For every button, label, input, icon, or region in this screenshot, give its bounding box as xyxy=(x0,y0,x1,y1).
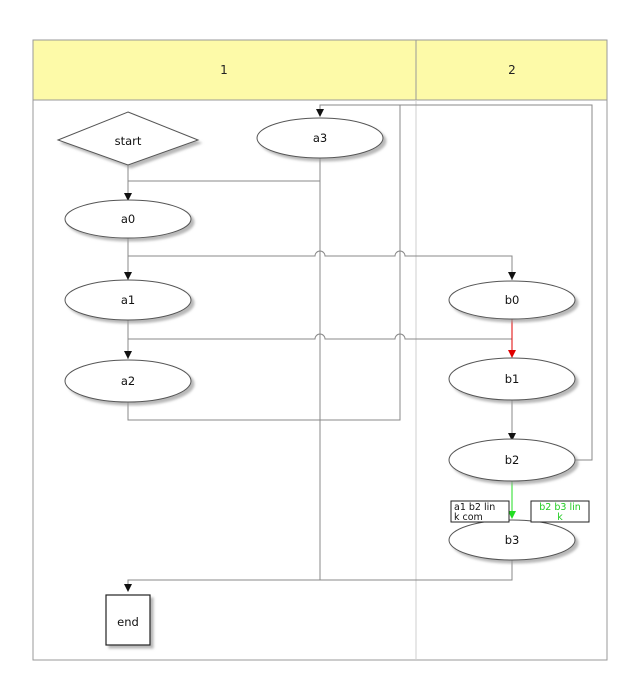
node-b1-label: b1 xyxy=(505,372,520,386)
arrow-a0 xyxy=(124,193,132,201)
arrow-b0 xyxy=(508,272,516,280)
note-a1-b2-line1: a1 b2 lin xyxy=(454,502,495,513)
link-a1-b1[interactable] xyxy=(128,333,512,340)
node-b1[interactable]: b1 xyxy=(448,357,576,401)
nodes: start a3 a0 a1 a2 b0 b1 xyxy=(56,111,576,646)
arrowheads xyxy=(124,109,516,592)
process-shape xyxy=(64,279,192,321)
node-a1-label: a1 xyxy=(121,293,135,307)
lane-2-title: 2 xyxy=(508,63,516,77)
process-shape xyxy=(64,199,192,239)
arrow-end xyxy=(124,584,132,592)
link-notes: a1 b2 lin k com b2 b3 lin k xyxy=(450,500,590,523)
node-end[interactable]: end xyxy=(105,594,151,646)
node-a3[interactable]: a3 xyxy=(256,117,384,159)
lane-header-2 xyxy=(415,39,608,101)
node-b3-label: b3 xyxy=(505,533,520,547)
node-start[interactable]: start xyxy=(56,111,200,166)
node-b0-label: b0 xyxy=(505,293,520,307)
node-b2[interactable]: b2 xyxy=(448,438,576,482)
link-a2-loop[interactable] xyxy=(127,105,401,421)
lane-body xyxy=(32,99,608,661)
node-a0-label: a0 xyxy=(121,212,135,226)
process-shape xyxy=(256,117,384,159)
note-a1-b2[interactable]: a1 b2 lin k com xyxy=(450,500,510,523)
process-shape xyxy=(448,519,576,561)
link-a0-b0[interactable] xyxy=(128,250,513,280)
process-shape xyxy=(64,359,192,403)
process-shape xyxy=(448,357,576,401)
process-shape xyxy=(448,280,576,320)
node-a2-label: a2 xyxy=(121,374,135,388)
arrow-b2 xyxy=(508,433,516,441)
link-b2-a3[interactable] xyxy=(319,104,593,461)
connectors xyxy=(127,104,593,588)
node-start-label: start xyxy=(115,134,142,148)
arrow-a2 xyxy=(124,351,132,359)
node-a0[interactable]: a0 xyxy=(64,199,192,239)
lane-1-title: 1 xyxy=(220,63,228,77)
node-b2-label: b2 xyxy=(505,453,520,467)
node-a1[interactable]: a1 xyxy=(64,279,192,321)
node-b3[interactable]: b3 xyxy=(448,519,576,561)
swimlane-frame: 1 2 xyxy=(32,39,608,661)
note-b2-b3-line1: b2 b3 lin xyxy=(539,502,581,513)
note-b2-b3[interactable]: b2 b3 lin k xyxy=(530,500,590,523)
arrow-a1 xyxy=(124,272,132,280)
node-b0[interactable]: b0 xyxy=(448,280,576,320)
terminal-shape xyxy=(105,594,151,646)
arrow-b3 xyxy=(508,511,516,519)
note-a1-b2-line2: k com xyxy=(454,512,483,523)
note-box xyxy=(450,500,510,523)
decision-shape xyxy=(56,111,200,166)
node-a2[interactable]: a2 xyxy=(64,359,192,403)
node-a3-label: a3 xyxy=(313,131,327,145)
node-end-label: end xyxy=(117,615,139,629)
process-shape xyxy=(448,438,576,482)
note-b2-b3-line2: k xyxy=(557,512,563,523)
lane-header-1 xyxy=(32,39,417,101)
arrow-a3 xyxy=(316,109,324,117)
link-a3-a0[interactable] xyxy=(128,158,321,182)
arrow-b1 xyxy=(508,350,516,358)
note-box xyxy=(530,500,590,523)
